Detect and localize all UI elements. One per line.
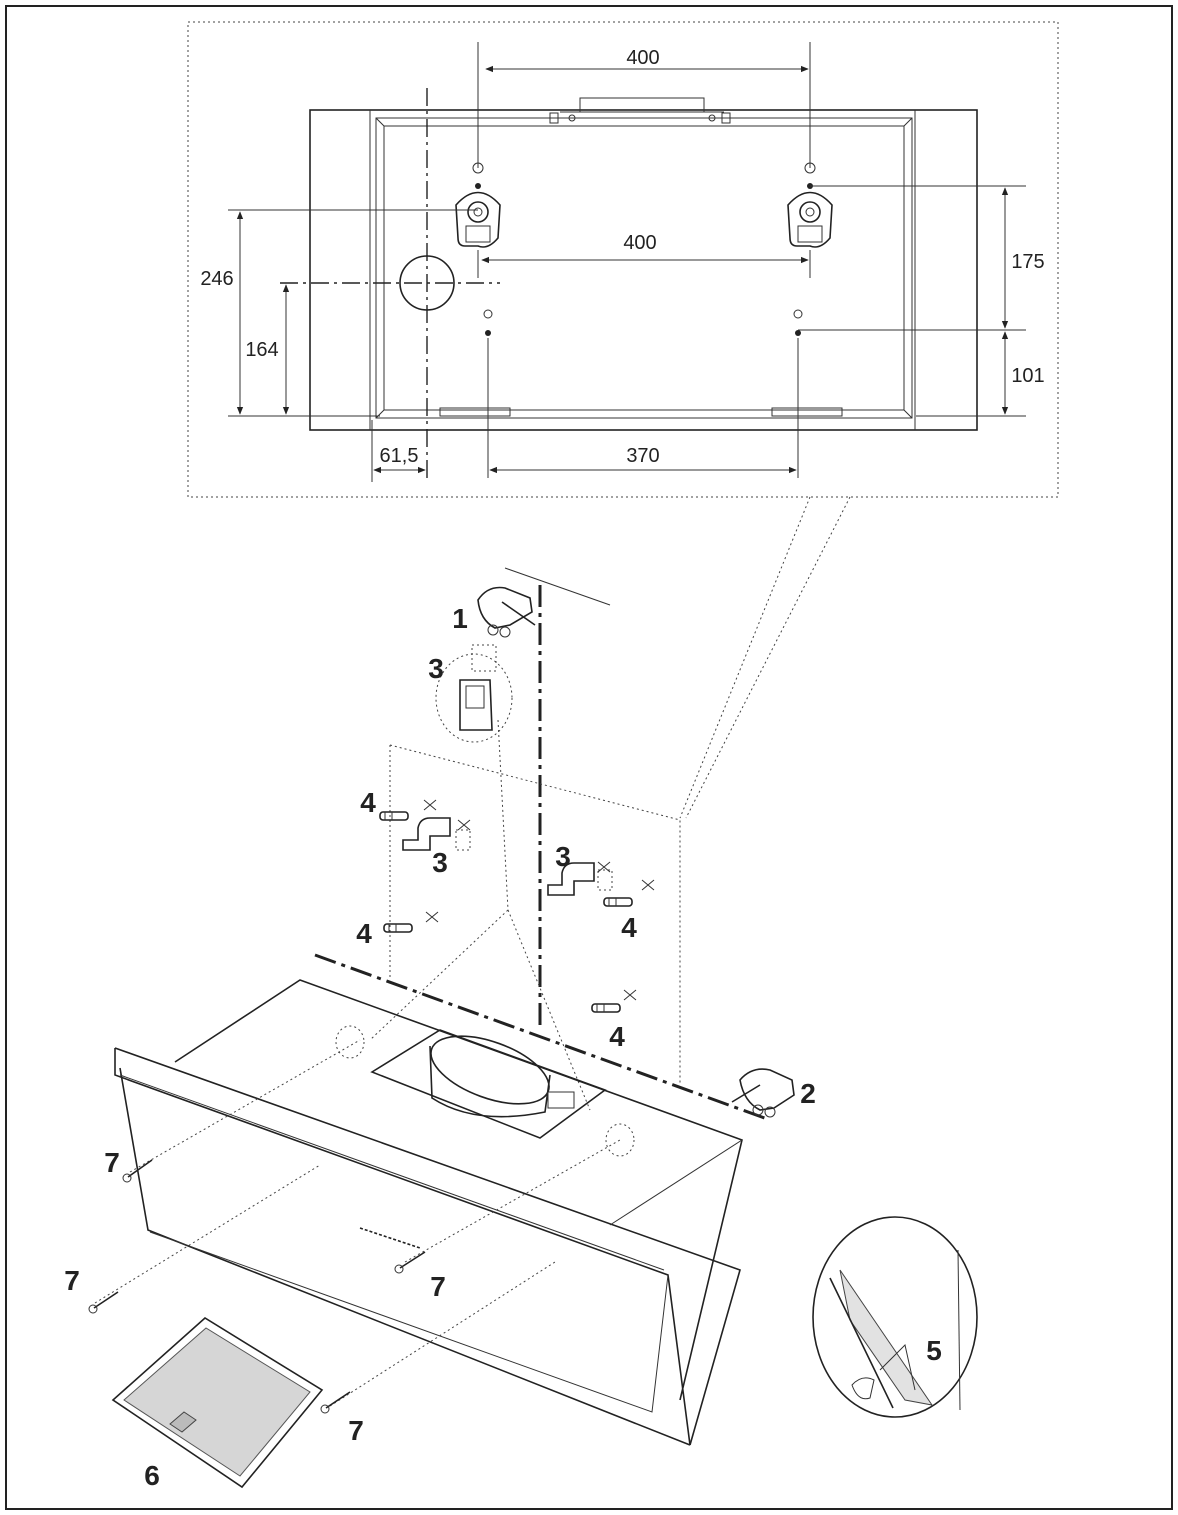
hole-lower-left-open (483, 309, 493, 319)
dim-label-246: 246 (200, 268, 233, 290)
dim-label-101: 101 (1011, 365, 1044, 387)
callout-1: 1 (452, 603, 468, 634)
callout-7: 7 (64, 1265, 80, 1296)
screw-icon (320, 1391, 351, 1414)
wall-plug-icon (603, 897, 633, 907)
callout-7: 7 (104, 1147, 120, 1178)
callout-4: 4 (609, 1021, 625, 1052)
dim-label-top-400: 400 (626, 47, 659, 69)
screw-icon (88, 1291, 119, 1314)
projection-line-left (679, 496, 811, 819)
bracket-detail-circle (435, 653, 513, 743)
callout-4: 4 (621, 912, 637, 943)
callout-2: 2 (800, 1078, 816, 1109)
ceiling-line (504, 567, 611, 606)
hood-back-view (309, 97, 978, 431)
callout-7: 7 (430, 1271, 446, 1302)
wall-plug-icon (591, 1003, 621, 1013)
dim-label-bracket-400: 400 (623, 232, 656, 254)
wall-horizontal-axis (314, 953, 771, 1122)
callout-4: 4 (356, 918, 372, 949)
detail-frame (187, 21, 1059, 498)
dim-label-175: 175 (1011, 251, 1044, 273)
hood-body (114, 979, 743, 1446)
hole-lower-left (485, 330, 491, 336)
callout-6: 6 (144, 1460, 160, 1491)
callout-3: 3 (432, 847, 448, 878)
callout-4: 4 (360, 787, 376, 818)
hole-lower-right (795, 330, 801, 336)
callout-7: 7 (348, 1415, 364, 1446)
callout-5: 5 (926, 1335, 942, 1366)
wall-plug-icon (383, 923, 413, 933)
wall-bracket-icon (402, 817, 471, 851)
dim-label-164: 164 (245, 339, 278, 361)
screw-icon (394, 1251, 426, 1274)
callout-3: 3 (555, 841, 571, 872)
callout-3: 3 (428, 653, 444, 684)
pencil-hand-icon (477, 586, 536, 638)
dim-label-370: 370 (626, 445, 659, 467)
left-bracket (455, 162, 501, 248)
page-frame (5, 5, 1173, 1510)
mounting-template (389, 744, 681, 1085)
hole-lower-right-open (793, 309, 803, 319)
detail-view: 400 400 246 164 175 101 61,5 370 (187, 21, 1059, 498)
right-bracket (787, 162, 833, 248)
projection-line-right (685, 496, 851, 819)
wall-bracket-icon (547, 862, 613, 896)
pencil-hand-icon (731, 1068, 795, 1118)
bracket-detail (459, 679, 493, 731)
drill-marks (423, 799, 655, 1001)
edge-detail-circle (812, 1216, 978, 1418)
assembly-view (88, 567, 978, 1489)
wall-plug-icon (379, 811, 409, 821)
dim-label-61-5: 61,5 (380, 445, 419, 467)
screw-icon (122, 1159, 153, 1183)
grease-filter-icon (111, 1317, 324, 1489)
